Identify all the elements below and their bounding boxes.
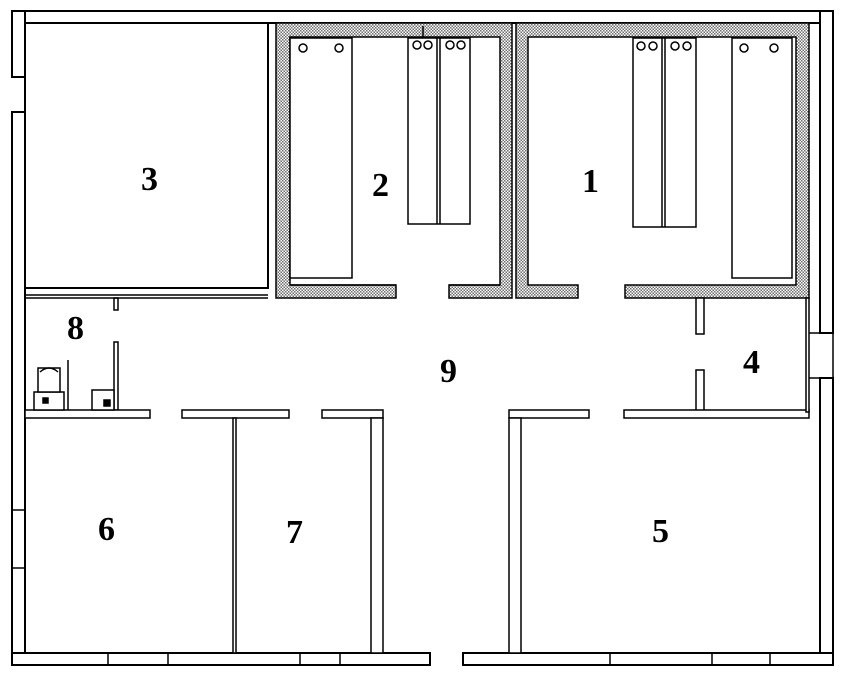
bottom-wall-left [11, 652, 431, 666]
right-wall-lower [819, 377, 834, 666]
exterior-walls [11, 10, 834, 666]
room-2-cabinet [407, 37, 471, 225]
left-wall-upper [11, 10, 26, 78]
room-label-7: 7 [286, 514, 303, 551]
left-wall-lower [11, 111, 26, 666]
wall-4-right [805, 297, 810, 413]
room-2-long-table [289, 37, 353, 279]
room-1 [515, 22, 810, 299]
lab-machine-icon [33, 391, 65, 411]
room-label-2: 2 [372, 167, 389, 204]
room-label-9: 9 [440, 353, 457, 390]
wall-6-7 [232, 417, 237, 654]
interior-walls [24, 297, 810, 654]
top-wall [11, 10, 834, 24]
room-1-long-table [731, 37, 793, 279]
room-3-outline [24, 22, 269, 289]
right-wall-upper [819, 10, 834, 334]
wall-5-left [508, 417, 522, 654]
window-frames [12, 332, 834, 665]
bottom-wall-right [462, 652, 834, 666]
room-label-4: 4 [743, 344, 760, 381]
room-2 [275, 22, 513, 299]
room-label-3: 3 [141, 161, 158, 198]
room-label-8: 8 [67, 310, 84, 347]
wall-7-right [370, 417, 384, 654]
room-8-equipment [33, 360, 115, 411]
room-label-5: 5 [652, 513, 669, 550]
room-label-6: 6 [98, 511, 115, 548]
room-label-1: 1 [582, 163, 599, 200]
